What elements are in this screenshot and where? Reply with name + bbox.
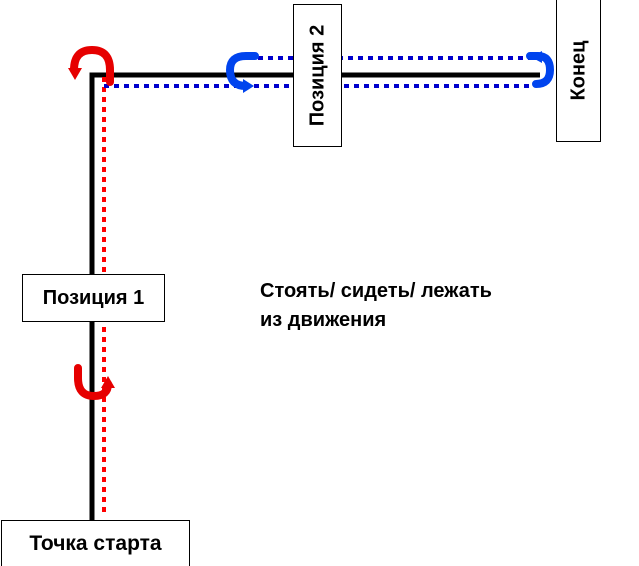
position-2-label: Позиция 2 bbox=[293, 4, 342, 147]
u-turn-arrow-red-corner-icon bbox=[68, 45, 114, 86]
u-turn-arrow-red-position1-icon bbox=[74, 364, 115, 401]
caption-line-1: Стоять/ сидеть/ лежать bbox=[260, 280, 492, 302]
end-label: Конец bbox=[556, 0, 601, 142]
start-point-text: Точка старта bbox=[29, 531, 162, 555]
caption-line-2: из движения bbox=[260, 309, 387, 331]
exercise-caption: Стоять/ сидеть/ лежать из движения bbox=[260, 277, 492, 335]
position-2-text: Позиция 2 bbox=[306, 24, 329, 127]
u-turn-arrow-blue-position2-icon bbox=[225, 52, 259, 93]
route-path bbox=[89, 72, 540, 520]
u-turn-arrow-blue-end-icon bbox=[526, 51, 555, 88]
end-text: Конец bbox=[567, 40, 590, 101]
position-1-label: Позиция 1 bbox=[22, 274, 165, 322]
position-1-text: Позиция 1 bbox=[42, 286, 145, 309]
start-point-label: Точка старта bbox=[1, 520, 190, 566]
